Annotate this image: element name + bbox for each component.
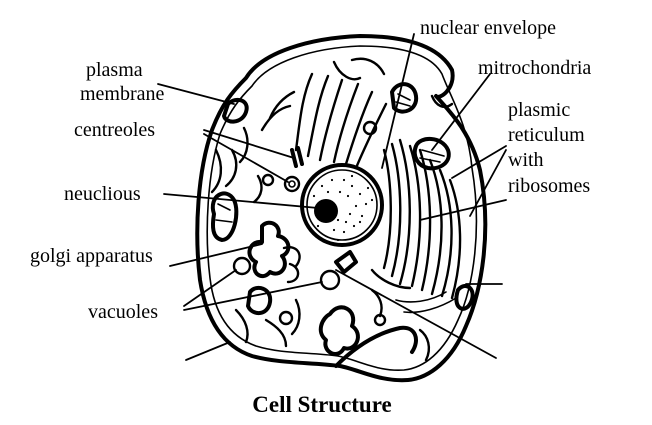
label-vacuoles: vacuoles <box>88 301 158 323</box>
leader-nuclear-envelope <box>381 33 415 169</box>
label-reticulum-line2: reticulum <box>508 124 585 146</box>
leader-centrioles-2 <box>203 133 289 183</box>
leader-plasma-membrane <box>157 83 235 105</box>
leader-reticulum-2 <box>469 149 507 217</box>
chromatin-dots <box>312 174 374 242</box>
nucleoplasm <box>306 169 378 241</box>
leader-vacuoles-1 <box>183 269 237 307</box>
leader-centrioles-1 <box>203 129 295 159</box>
label-golgi-apparatus: golgi apparatus <box>30 245 153 267</box>
label-reticulum-line1: plasmic <box>508 99 570 121</box>
diagram-title: Cell Structure <box>252 392 391 417</box>
top-reticulum <box>260 57 388 170</box>
vacuoles-shapes <box>232 120 387 327</box>
mitochondria-shapes <box>210 82 475 315</box>
leader-nucleus <box>163 193 319 209</box>
membrane-notch <box>334 325 418 368</box>
leader-vacuoles-2 <box>183 281 323 311</box>
label-reticulum-line4: ribosomes <box>508 175 590 197</box>
label-nuclear-envelope: nuclear envelope <box>420 17 556 39</box>
label-reticulum-line3: with <box>508 149 544 171</box>
cell-outline <box>195 34 488 383</box>
label-plasma-membrane-line1: plasma <box>86 59 143 81</box>
leader-reticulum-3 <box>419 199 507 221</box>
er-stacks <box>370 138 462 314</box>
label-nucleus: neuclious <box>64 183 141 205</box>
nucleus-group <box>300 163 384 247</box>
leader-lower-right <box>335 269 497 359</box>
nucleolus <box>314 199 338 223</box>
labels: nuclear envelope mitrochondria plasma me… <box>30 17 591 417</box>
label-mitochondria: mitrochondria <box>478 57 591 79</box>
nuclear-envelope-shape <box>300 163 384 247</box>
label-centrioles: centreoles <box>74 119 155 141</box>
leader-golgi <box>169 243 263 267</box>
label-plasma-membrane-line2: membrane <box>80 83 165 105</box>
leader-mitochondria <box>431 73 491 151</box>
leader-reticulum-1 <box>451 145 507 179</box>
leader-lower-left <box>185 341 231 361</box>
leader-lines <box>157 33 507 361</box>
golgi-shapes <box>210 126 301 284</box>
membrane-top-notch <box>430 94 454 108</box>
plasma-membrane-outer <box>195 34 488 383</box>
plasma-membrane-inner <box>206 45 478 371</box>
